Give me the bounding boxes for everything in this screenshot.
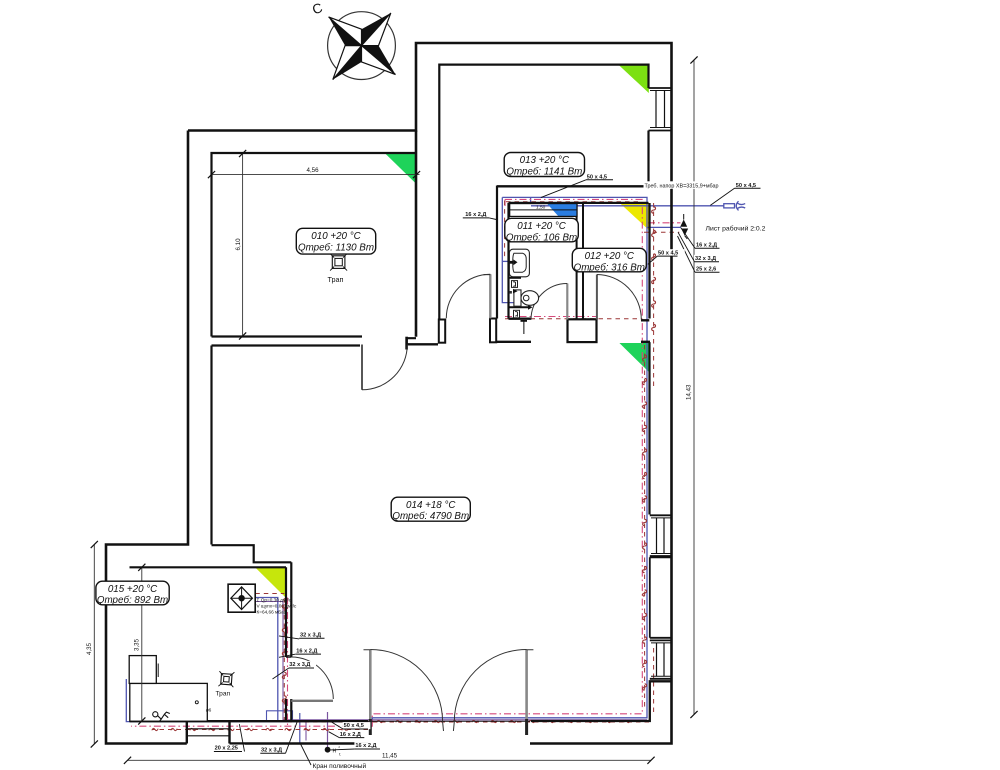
svg-text:50 x 4,5: 50 x 4,5 xyxy=(587,175,607,181)
svg-text:012 +20 °С: 012 +20 °С xyxy=(585,251,635,262)
svg-text:50 x 4,5: 50 x 4,5 xyxy=(736,183,756,189)
svg-text:Qтреб: 1130 Вт: Qтреб: 1130 Вт xyxy=(298,242,374,253)
svg-text:16 x 2,Д: 16 x 2,Д xyxy=(340,732,361,738)
svg-text:Qтреб: 4790 Вт: Qтреб: 4790 Вт xyxy=(392,511,469,522)
svg-text:Qтреб: 316 Вт: Qтреб: 316 Вт xyxy=(574,262,645,273)
svg-text:Σ Qр=0,30 дм³/с: Σ Qр=0,30 дм³/с xyxy=(257,598,292,603)
svg-text:20 x 2,25: 20 x 2,25 xyxy=(215,746,238,752)
svg-text:015 +20 °С: 015 +20 °С xyxy=(108,584,158,595)
svg-text:Трап: Трап xyxy=(216,691,231,698)
svg-text:4,35: 4,35 xyxy=(86,642,93,655)
svg-text:50 x 4,5: 50 x 4,5 xyxy=(658,250,678,256)
svg-text:1,50: 1,50 xyxy=(536,205,546,211)
svg-text:010 +20 °С: 010 +20 °С xyxy=(311,231,361,242)
svg-text:Qтреб: 106 Вт: Qтреб: 106 Вт xyxy=(506,232,577,243)
svg-text:Кран поливочный: Кран поливочный xyxy=(313,762,367,770)
svg-text:16 x 2,Д: 16 x 2,Д xyxy=(296,648,317,654)
svg-text:С: С xyxy=(310,0,324,17)
svg-text:011 +20 °С: 011 +20 °С xyxy=(517,221,567,232)
svg-text:Qтреб: 1141 Вт: Qтреб: 1141 Вт xyxy=(506,167,582,178)
svg-text:16 x 2,Д: 16 x 2,Д xyxy=(465,212,486,218)
svg-text:Qтреб: 892 Вт: Qтреб: 892 Вт xyxy=(97,595,168,606)
svg-text:16 x 2,Д: 16 x 2,Д xyxy=(355,743,376,749)
svg-text:К=64,66 мБар: К=64,66 мБар xyxy=(257,610,287,615)
svg-text:25 x 2,6: 25 x 2,6 xyxy=(696,266,716,272)
svg-text:16 x 2,Д: 16 x 2,Д xyxy=(696,242,717,248)
svg-text:013 +20 °С: 013 +20 °С xyxy=(520,155,570,166)
svg-text:11,45: 11,45 xyxy=(382,753,398,760)
svg-text:32 x 3,Д: 32 x 3,Д xyxy=(300,632,321,638)
svg-text:3,35: 3,35 xyxy=(134,638,141,651)
svg-text:32 x 3,Д: 32 x 3,Д xyxy=(695,256,716,262)
svg-text:г.: г. xyxy=(339,752,341,757)
svg-text:014 +18 °С: 014 +18 °С xyxy=(406,500,456,511)
svg-text:Лист рабочий 2:0.2: Лист рабочий 2:0.2 xyxy=(706,224,766,232)
svg-text:14,43: 14,43 xyxy=(685,384,692,400)
svg-text:²: ² xyxy=(339,745,341,750)
svg-text:Н: Н xyxy=(333,749,337,755)
svg-text:Треб. напор ХВ=3315,9+мбар: Треб. напор ХВ=3315,9+мбар xyxy=(645,184,719,190)
svg-text:50 x 4,5: 50 x 4,5 xyxy=(344,723,364,729)
svg-text:32 x 3,Д: 32 x 3,Д xyxy=(261,747,282,753)
svg-text:4,56: 4,56 xyxy=(307,167,320,174)
svg-text:6,10: 6,10 xyxy=(235,238,242,251)
svg-text:V щупх=0,06 дм³/с: V щупх=0,06 дм³/с xyxy=(257,604,298,609)
svg-text:32 x 3,Д: 32 x 3,Д xyxy=(289,662,310,668)
svg-text:⌀6: ⌀6 xyxy=(206,708,212,714)
svg-text:Трап: Трап xyxy=(328,275,344,284)
